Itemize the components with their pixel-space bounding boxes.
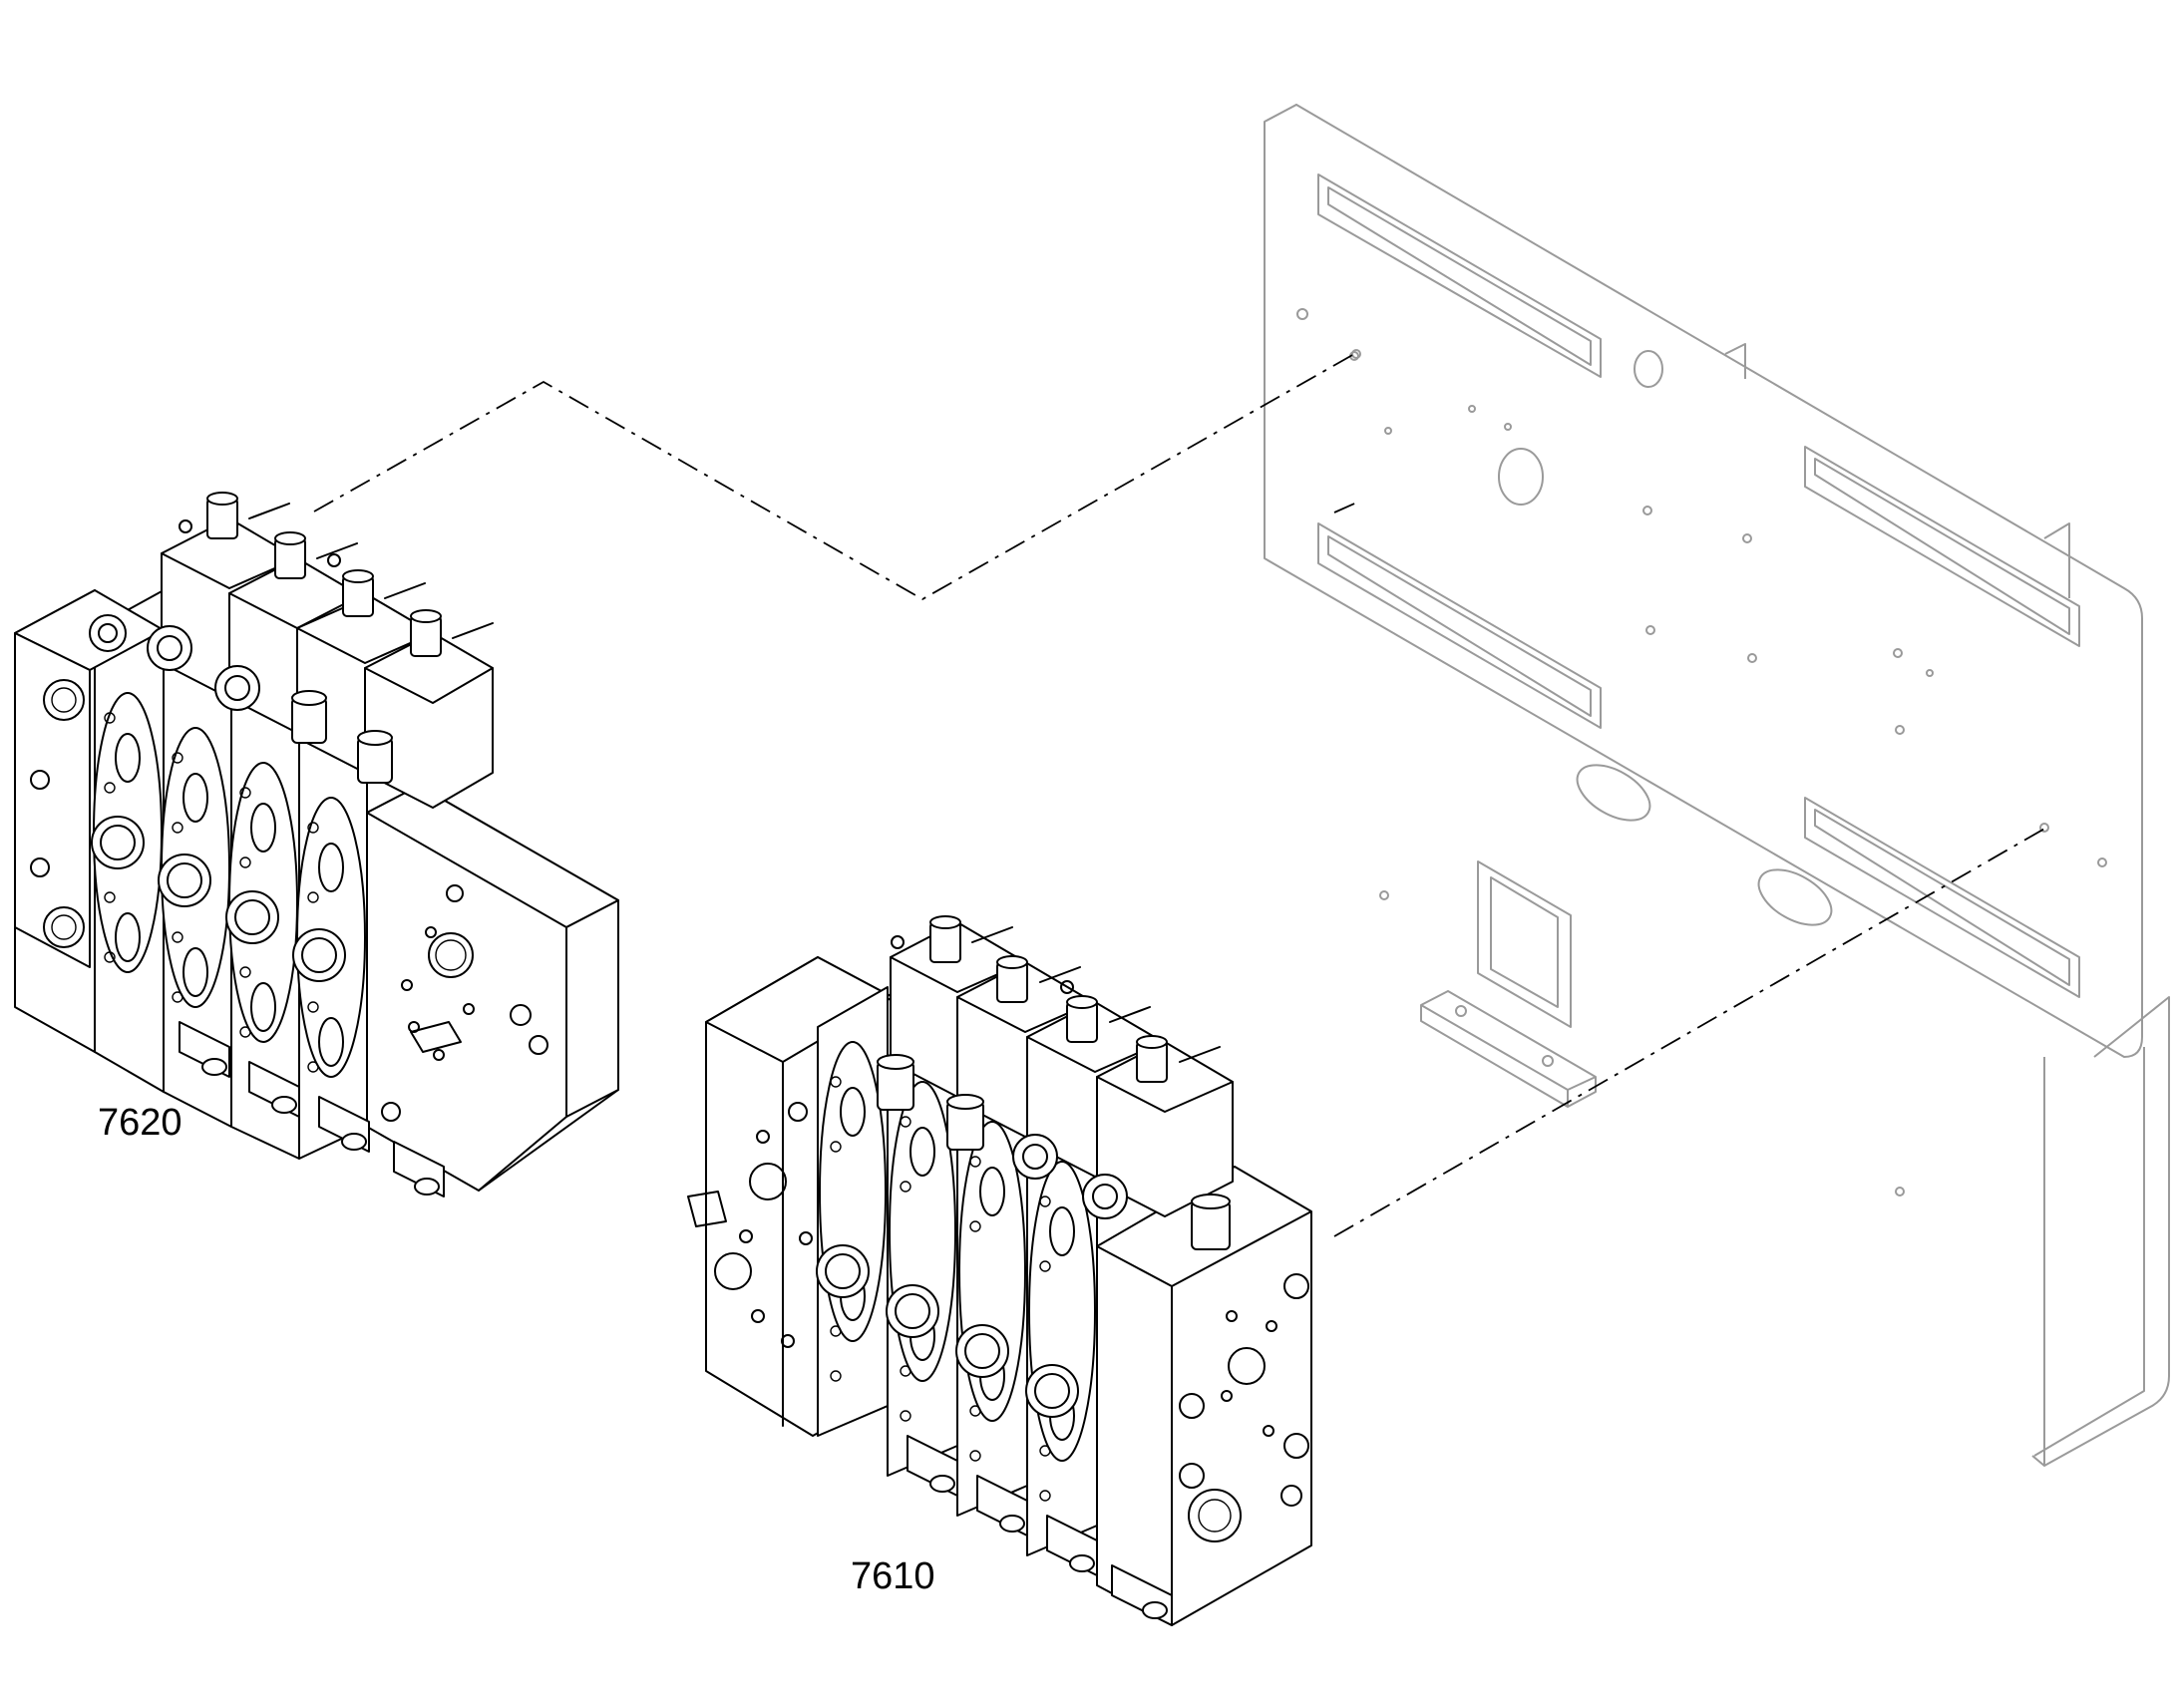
connection-lines	[313, 353, 2047, 1237]
callout-7620: 7620	[98, 1102, 182, 1144]
mounting-plate	[1264, 104, 2170, 1467]
control-valve-7620	[14, 492, 619, 1197]
callout-7610: 7610	[851, 1555, 935, 1597]
control-valve-7610	[687, 915, 1312, 1626]
